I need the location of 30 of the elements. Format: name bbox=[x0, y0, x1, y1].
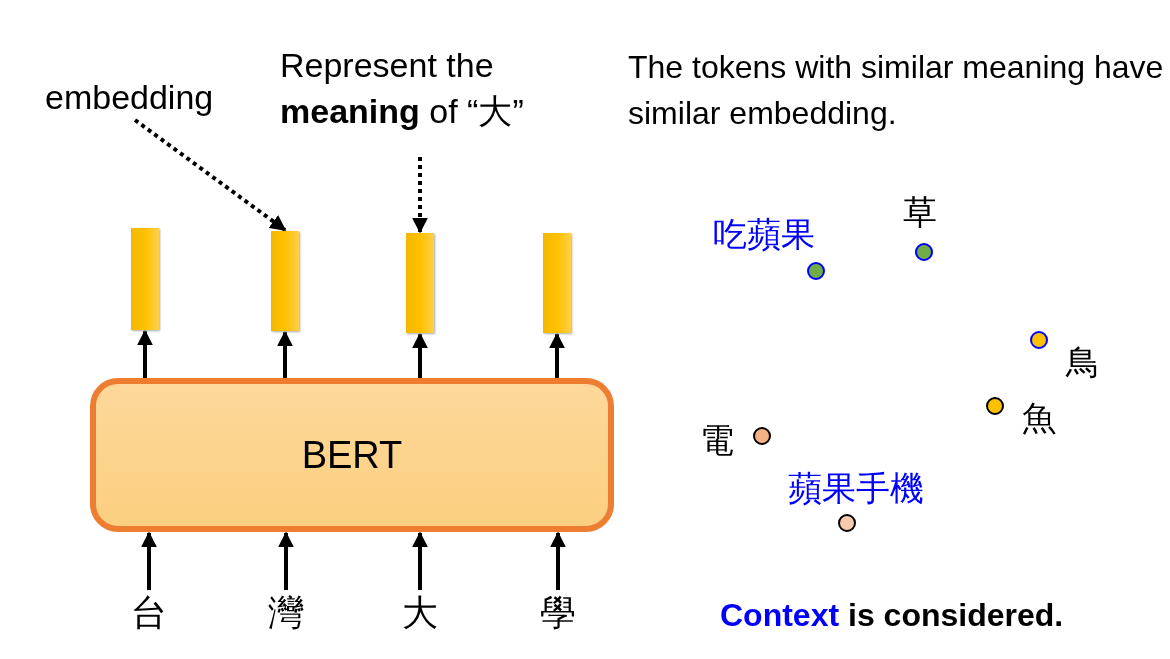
arrow bbox=[278, 531, 294, 590]
point-label: 吃蘋果 bbox=[713, 214, 816, 255]
point-label: 蘋果手機 bbox=[788, 468, 925, 509]
token-label: 灣 bbox=[267, 591, 305, 635]
model-name: BERT bbox=[301, 433, 403, 478]
embedding-bar bbox=[406, 233, 434, 333]
annotation-text: embedding bbox=[45, 77, 215, 118]
point-label: 魚 bbox=[1022, 398, 1057, 439]
point-label: 鳥 bbox=[1066, 342, 1101, 383]
token-label: 學 bbox=[539, 591, 577, 635]
token-label: 大 bbox=[401, 591, 439, 635]
token-label: 台 bbox=[130, 591, 168, 635]
point-label: 草 bbox=[903, 192, 938, 233]
arrow bbox=[412, 332, 428, 378]
embedding-bar bbox=[131, 228, 159, 330]
arrow bbox=[412, 157, 428, 234]
arrow bbox=[137, 329, 153, 378]
heading-text: The tokens with similar meaning have similar embedding. bbox=[628, 48, 1165, 134]
arrow bbox=[133, 118, 287, 232]
point-label: 電 bbox=[700, 420, 735, 461]
arrow bbox=[277, 330, 293, 378]
embedding-bar bbox=[271, 231, 299, 331]
annotation-text: Represent the meaning of “大” bbox=[280, 45, 525, 132]
note-text: Context is considered. bbox=[720, 596, 1065, 635]
arrow bbox=[549, 332, 565, 378]
model-box bbox=[90, 378, 614, 532]
arrow bbox=[141, 531, 157, 590]
arrow bbox=[412, 531, 428, 590]
embedding-bar bbox=[543, 233, 571, 333]
arrow bbox=[550, 531, 566, 590]
